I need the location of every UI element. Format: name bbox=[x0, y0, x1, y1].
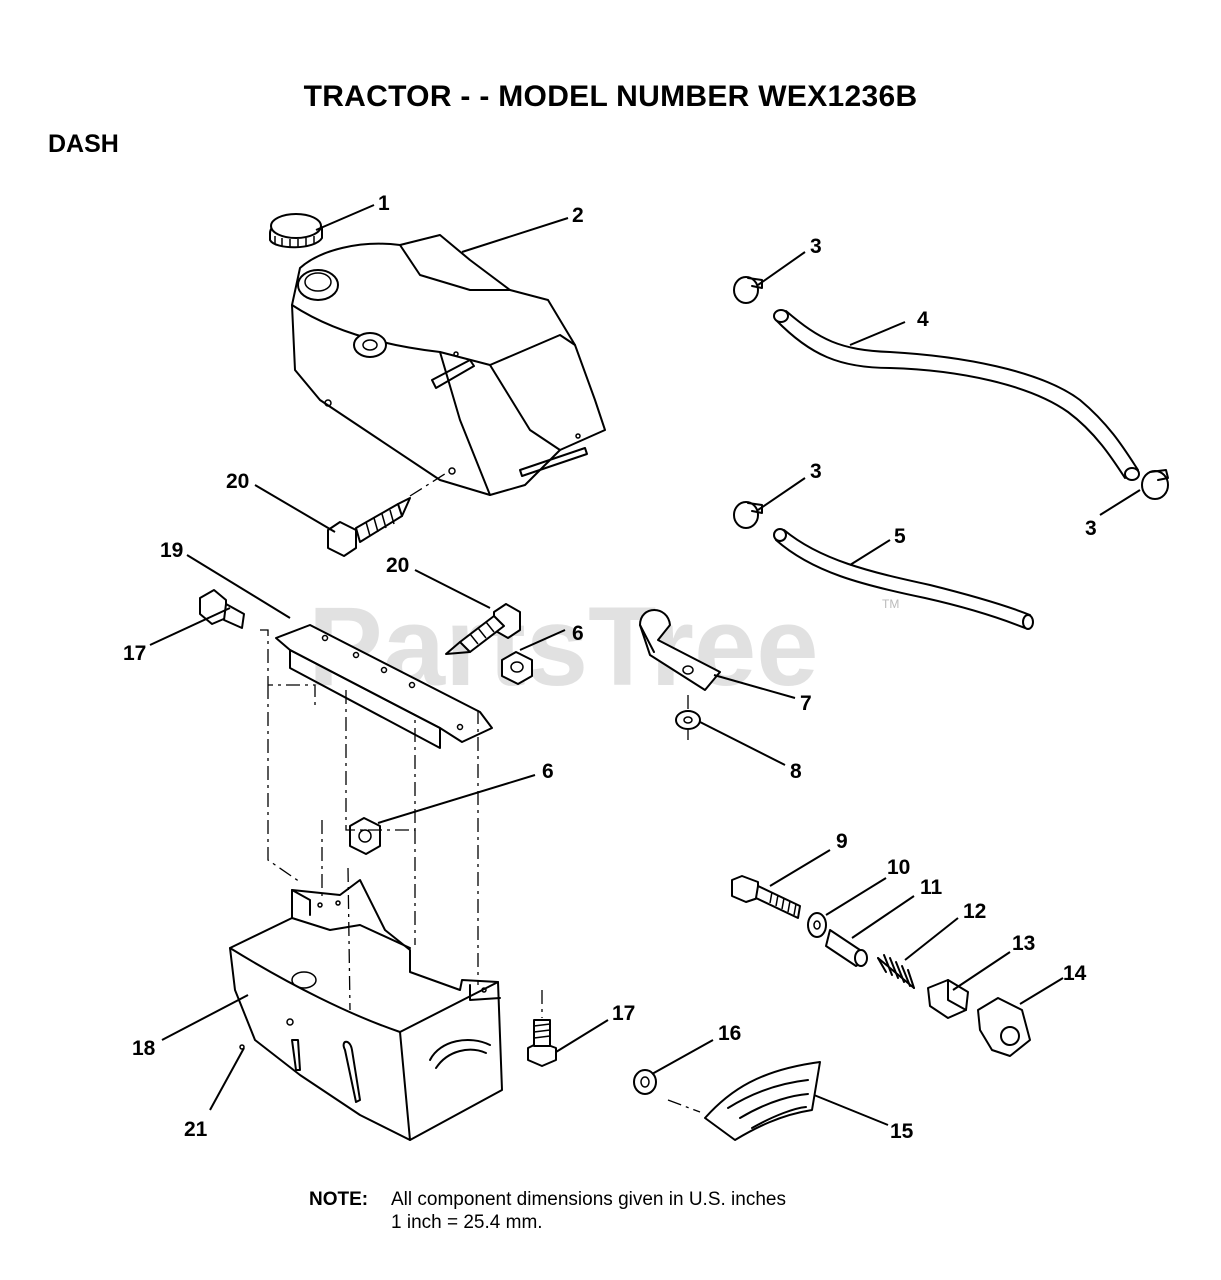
callout-20-upper: 20 bbox=[226, 470, 249, 493]
part-hex-nut-lower bbox=[349, 817, 381, 855]
diagram-title: TRACTOR - - MODEL NUMBER WEX1236B bbox=[303, 80, 918, 113]
callout-21: 21 bbox=[184, 1118, 208, 1141]
part-hose-clamp-middle bbox=[733, 501, 763, 529]
part-hex-nut-upper bbox=[501, 651, 533, 685]
callout-11: 11 bbox=[920, 876, 943, 899]
callout-leader-lines bbox=[149, 204, 1141, 1126]
part-fuel-hose-short bbox=[773, 528, 1034, 630]
callout-17-left: 17 bbox=[123, 642, 146, 665]
part-hose-bracket bbox=[639, 609, 721, 691]
callout-3-middle: 3 bbox=[810, 460, 822, 483]
assembly-alignment-lines bbox=[260, 629, 479, 1011]
section-heading: DASH bbox=[48, 130, 119, 158]
part-sector-plate bbox=[667, 1061, 821, 1141]
callout-numbers: 1 2 3 3 3 4 5 6 6 7 8 9 10 11 12 13 14 1… bbox=[123, 192, 1097, 1143]
part-screw-right bbox=[527, 990, 557, 1067]
part-hose-clamp-right bbox=[1141, 469, 1169, 500]
callout-1: 1 bbox=[378, 192, 390, 215]
units-note: NOTE: All component dimensions given in U… bbox=[309, 1188, 786, 1234]
part-screw-left bbox=[199, 589, 245, 629]
callout-15: 15 bbox=[890, 1120, 914, 1143]
part-hose-clamp-top bbox=[733, 276, 763, 304]
part-spring bbox=[877, 954, 915, 989]
part-bolt-long bbox=[731, 875, 801, 919]
callout-7: 7 bbox=[800, 692, 812, 715]
part-fuel-hose-long bbox=[773, 309, 1140, 481]
callout-3-right: 3 bbox=[1085, 517, 1097, 540]
part-nut-small bbox=[633, 1069, 657, 1095]
callout-19: 19 bbox=[160, 539, 183, 562]
callout-13: 13 bbox=[1012, 932, 1035, 955]
part-detent-block bbox=[927, 979, 969, 1019]
callout-10: 10 bbox=[887, 856, 910, 879]
callout-6-upper: 6 bbox=[572, 622, 584, 645]
callout-5: 5 bbox=[894, 525, 906, 548]
part-washer-flat bbox=[807, 912, 827, 938]
note-line-2: 1 inch = 25.4 mm. bbox=[391, 1212, 543, 1233]
callout-12: 12 bbox=[963, 900, 986, 923]
callout-4: 4 bbox=[917, 308, 929, 331]
note-label: NOTE: bbox=[309, 1189, 369, 1210]
part-lever-bracket bbox=[977, 997, 1031, 1057]
part-dash-support-bracket bbox=[275, 624, 493, 749]
watermark-trademark: TM bbox=[882, 597, 899, 611]
callout-20-lower: 20 bbox=[386, 554, 409, 577]
part-washer-small bbox=[675, 695, 701, 740]
callout-8: 8 bbox=[790, 760, 802, 783]
callout-9: 9 bbox=[836, 830, 848, 853]
part-dash-panel bbox=[229, 879, 503, 1141]
note-line-1: All component dimensions given in U.S. i… bbox=[391, 1189, 786, 1210]
part-fuel-cap bbox=[269, 213, 323, 249]
part-bolt-lower bbox=[445, 603, 521, 655]
callout-14: 14 bbox=[1063, 962, 1087, 985]
callout-18: 18 bbox=[132, 1037, 156, 1060]
part-spacer bbox=[825, 929, 868, 967]
callout-6-lower: 6 bbox=[542, 760, 554, 783]
callout-16: 16 bbox=[718, 1022, 741, 1045]
callout-3-top: 3 bbox=[810, 235, 822, 258]
part-bolt-upper bbox=[327, 471, 449, 557]
part-fuel-tank bbox=[291, 234, 606, 496]
callout-17-right: 17 bbox=[612, 1002, 635, 1025]
callout-2: 2 bbox=[572, 204, 584, 227]
